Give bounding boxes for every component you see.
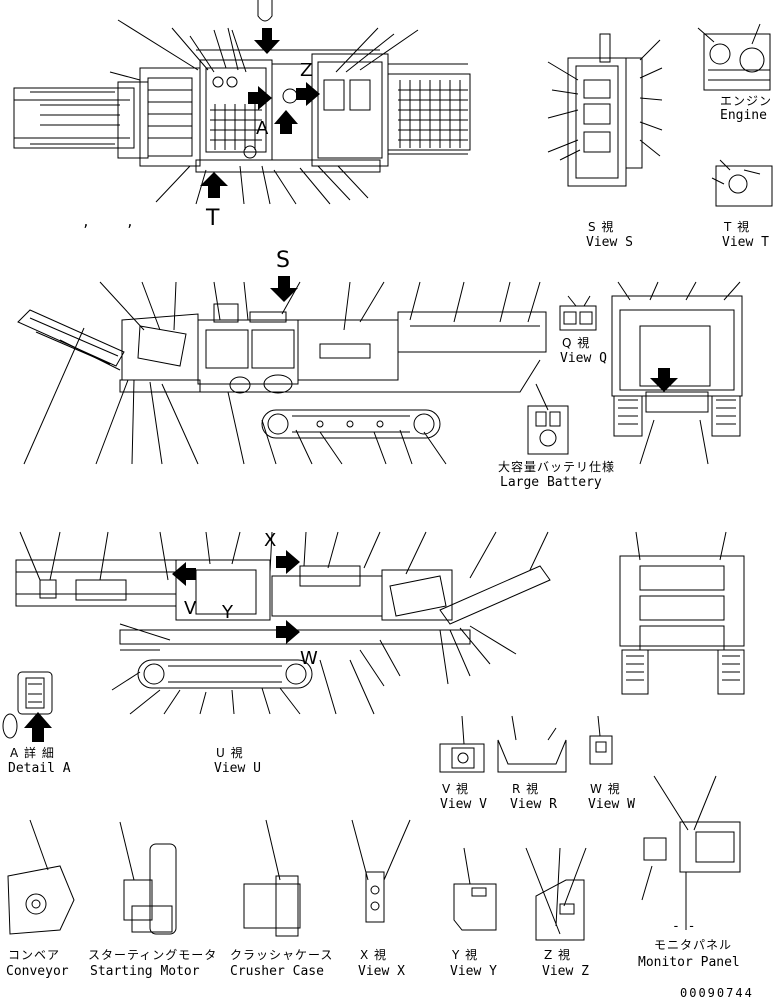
detail-a-arrow [24, 712, 52, 742]
large-battery-label-en: Large Battery [500, 475, 602, 490]
monitor-panel-label-jp: モニタパネル [654, 938, 733, 952]
detail-a-drawing [2, 671, 53, 739]
starting-motor-drawing [119, 821, 177, 935]
engine-label-jp: エンジン [720, 94, 773, 108]
view-r-label-jp: R 視 [512, 782, 540, 796]
z-mark-top: Z [300, 60, 313, 81]
detail-a-label-jp: A 詳 細 [10, 746, 55, 760]
view-t-drawing [711, 159, 773, 207]
view-w-label-jp: W 視 [590, 782, 621, 796]
w-mark: W [300, 648, 318, 669]
view-w-drawing [589, 715, 613, 765]
a-mark-top: A [256, 118, 269, 139]
view-x-drawing [351, 819, 411, 923]
detail-a-label-en: Detail A [8, 761, 71, 776]
conveyor-label-jp: コンベア [8, 948, 61, 962]
view-z-drawing [525, 847, 587, 941]
s-mark-middle: S [276, 248, 290, 273]
view-y-label-en: View Y [450, 964, 497, 979]
y-mark: Y [222, 602, 233, 623]
view-r-label-en: View R [510, 797, 557, 812]
view-s-drawing [547, 33, 663, 187]
top-arrows [200, 28, 320, 198]
u-mark-shape [257, 0, 273, 22]
monitor-panel-label-en: Monitor Panel [638, 955, 740, 970]
view-v-drawing [439, 715, 485, 773]
comma-mark-2: , [126, 215, 134, 230]
t-mark-top: T [206, 206, 220, 231]
view-z-label-en: View Z [542, 964, 589, 979]
view-q-drawing [559, 295, 597, 331]
starting-motor-label-jp: スターティングモータ [88, 948, 218, 962]
v-mark: V [184, 598, 197, 619]
conveyor-label-en: Conveyor [6, 964, 69, 979]
starting-motor-label-en: Starting Motor [90, 964, 200, 979]
view-q-label-jp: Q 視 [562, 336, 591, 350]
rear-view-1 [611, 281, 743, 465]
view-t-label-jp: T 視 [724, 220, 751, 234]
view-v-label-jp: V 視 [442, 782, 470, 796]
side-2-arrows [172, 550, 300, 644]
monitor-panel-drawing [641, 775, 741, 930]
view-z-label-jp: Z 視 [544, 948, 572, 962]
view-u-label-en: View U [214, 761, 261, 776]
side-view-1 [17, 281, 547, 465]
rear-view-arrow [650, 368, 678, 392]
top-plan-view [13, 19, 471, 205]
view-x-label-en: View X [358, 964, 405, 979]
view-r-drawing [497, 715, 567, 773]
side-s-arrow [270, 276, 298, 302]
view-s-label-en: View S [586, 235, 633, 250]
view-v-label-en: View V [440, 797, 487, 812]
x-mark: X [264, 530, 277, 551]
large-battery-label-jp: 大容量バッテリ仕様 [498, 460, 616, 474]
view-y-label-jp: Y 視 [452, 948, 479, 962]
rear-view-2 [619, 531, 745, 695]
comma-mark-1: , [82, 215, 90, 230]
crusher-case-label-jp: クラッシャケース [230, 948, 334, 962]
drawing-number: 00090744 [680, 986, 754, 1000]
view-y-drawing [453, 847, 497, 931]
view-s-label-jp: S 視 [588, 220, 615, 234]
crusher-case-label-en: Crusher Case [230, 964, 324, 979]
large-battery-drawing [527, 383, 569, 455]
view-x-label-jp: X 視 [360, 948, 388, 962]
monitor-dash: - - [672, 919, 696, 934]
engine-drawing [697, 23, 771, 91]
engine-label-en: Engine [720, 108, 767, 123]
view-t-label-en: View T [722, 235, 769, 250]
crusher-case-drawing [243, 819, 301, 937]
view-q-label-en: View Q [560, 351, 607, 366]
side-view-2 [15, 531, 551, 715]
view-w-label-en: View W [588, 797, 635, 812]
view-u-label-jp: U 視 [216, 746, 244, 760]
conveyor-drawing [7, 819, 75, 935]
